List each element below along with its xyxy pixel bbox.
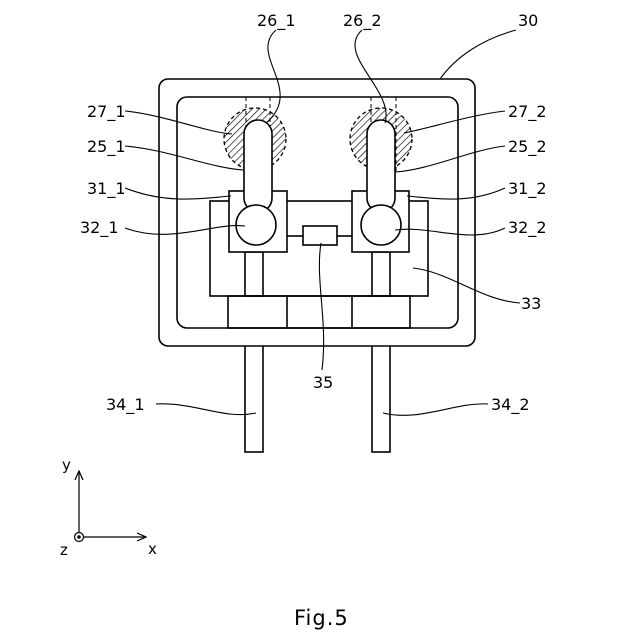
label-32-2: 32_2	[508, 218, 547, 238]
component-35	[303, 226, 337, 245]
label-33: 33	[521, 294, 541, 313]
label-31-2: 31_2	[508, 179, 547, 199]
z-axis-label: z	[60, 541, 68, 559]
leader-30	[440, 30, 516, 79]
wire-25-1	[244, 120, 272, 212]
label-35: 35	[313, 373, 333, 392]
label-34-1: 34_1	[106, 395, 145, 415]
y-axis-label: y	[62, 456, 71, 474]
label-32-1: 32_1	[80, 218, 119, 238]
wire-25-2	[367, 120, 395, 212]
label-25-1: 25_1	[87, 137, 126, 157]
label-25-2: 25_2	[508, 137, 547, 157]
label-30: 30	[518, 11, 538, 30]
element-32-2	[361, 205, 401, 245]
leader-34-1	[156, 404, 256, 415]
lead-terminal-34-1	[245, 340, 263, 452]
leader-34-2	[383, 404, 488, 415]
x-axis-label: x	[148, 540, 157, 558]
label-27-2: 27_2	[508, 102, 547, 122]
label-31-1: 31_1	[87, 179, 126, 199]
figure-caption: Fig.5	[294, 606, 349, 630]
z-axis-symbol-dot	[77, 535, 81, 539]
label-27-1: 27_1	[87, 102, 126, 122]
label-26-2: 26_2	[343, 11, 382, 31]
label-26-1: 26_1	[257, 11, 296, 31]
coordinate-axes: y x z	[60, 456, 157, 559]
label-34-2: 34_2	[491, 395, 530, 415]
element-32-1	[236, 205, 276, 245]
lead-terminal-34-2	[372, 340, 390, 452]
